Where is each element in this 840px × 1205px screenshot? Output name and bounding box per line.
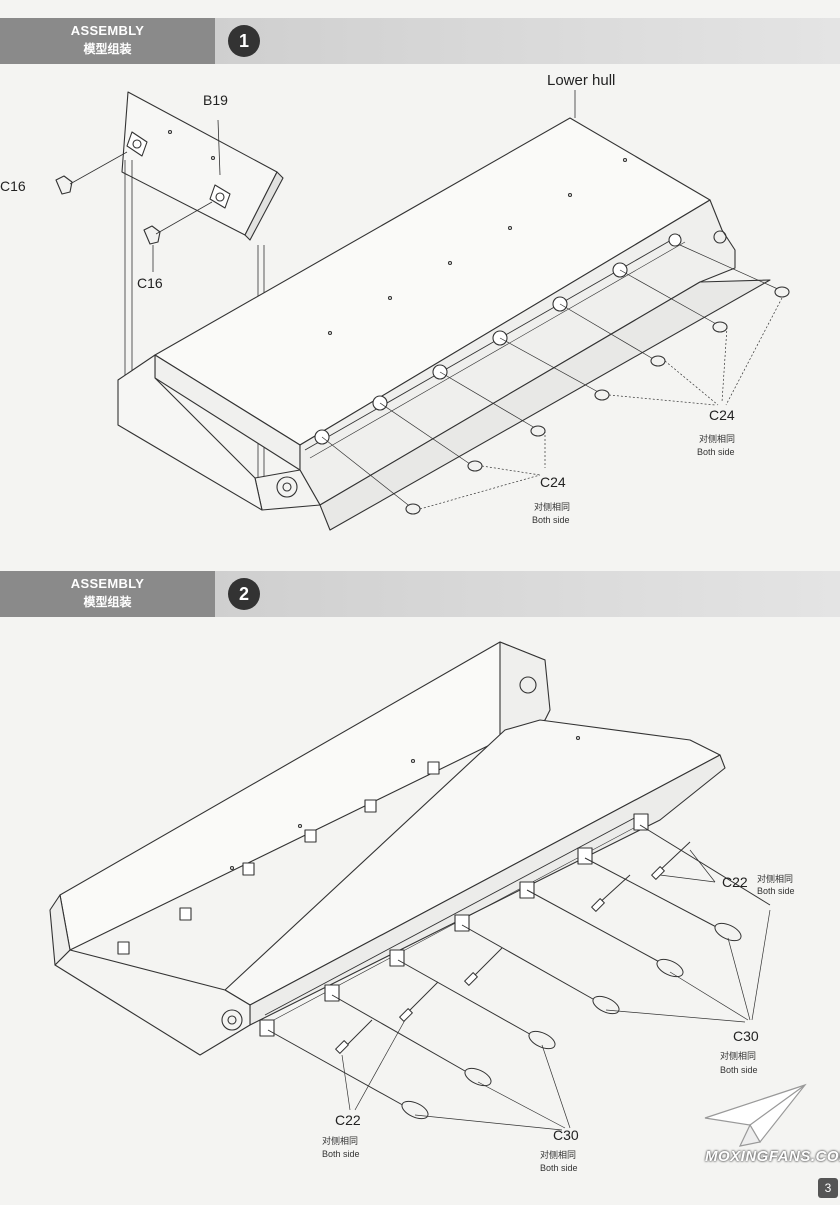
- step-2-drawing: [49, 641, 771, 1131]
- label-c22-a: C22: [722, 874, 748, 890]
- step-1-header: ASSEMBLY 模型组装 1: [0, 18, 840, 64]
- step-2-header: ASSEMBLY 模型组装 2: [0, 571, 840, 617]
- label-c24-b-side: Both side: [532, 515, 570, 525]
- step-2-number: 2: [228, 578, 260, 610]
- step-1-title-box: ASSEMBLY 模型组装: [0, 18, 215, 64]
- step-2-title-cn: 模型组装: [83, 595, 132, 609]
- step-1-drawing: [55, 90, 790, 531]
- watermark: MOXINGFANS.COM: [705, 1148, 840, 1165]
- step-2-title-box: ASSEMBLY 模型组装: [0, 571, 215, 617]
- step-1-title-en: ASSEMBLY: [70, 23, 145, 38]
- label-c24-a-cn: 对侧相同: [699, 434, 736, 444]
- b19-plate: [121, 91, 284, 241]
- step-1-number: 1: [228, 25, 260, 57]
- c24-parts: [321, 244, 790, 515]
- step-1-diagram: Lower hull B19 C16 C16 C24 对侧相同 Both sid…: [0, 0, 840, 570]
- label-c24-a: C24: [709, 407, 735, 423]
- label-c22-a-side: Both side: [757, 886, 795, 896]
- step-2-title-en: ASSEMBLY: [70, 576, 145, 591]
- label-c30-b: C30: [553, 1127, 579, 1143]
- label-c30-a: C30: [733, 1028, 759, 1044]
- paper-plane-logo: [704, 1083, 807, 1147]
- label-c30-b-side: Both side: [540, 1163, 578, 1173]
- label-c16-a: C16: [0, 178, 26, 194]
- c16-parts: [55, 151, 213, 272]
- lower-hull: [117, 117, 771, 531]
- label-c22-b-side: Both side: [322, 1149, 360, 1159]
- page-number: 3: [818, 1178, 838, 1198]
- label-c24-b: C24: [540, 474, 566, 490]
- label-c24-a-side: Both side: [697, 447, 735, 457]
- label-c30-b-cn: 对侧相同: [540, 1150, 577, 1160]
- step-1-header-band: [215, 18, 840, 64]
- label-c16-b: C16: [137, 275, 163, 291]
- label-lower-hull: Lower hull: [547, 72, 616, 89]
- label-c22-b-cn: 对侧相同: [322, 1136, 359, 1146]
- label-c30-a-side: Both side: [720, 1065, 758, 1075]
- c22-shocks: [335, 841, 691, 1054]
- hull-underside: [49, 641, 726, 1056]
- c30-arms: [267, 824, 771, 1120]
- label-b19: B19: [203, 92, 228, 108]
- label-c22-a-cn: 对侧相同: [757, 874, 794, 884]
- step-2-diagram: C22 对侧相同 Both side C30 对侧相同 Both side C2…: [0, 620, 840, 1200]
- step-2-header-band: [215, 571, 840, 617]
- label-c22-b: C22: [335, 1112, 361, 1128]
- label-c24-b-cn: 对侧相同: [534, 502, 571, 512]
- step-1-title-cn: 模型组装: [83, 42, 132, 56]
- label-c30-a-cn: 对侧相同: [720, 1051, 757, 1061]
